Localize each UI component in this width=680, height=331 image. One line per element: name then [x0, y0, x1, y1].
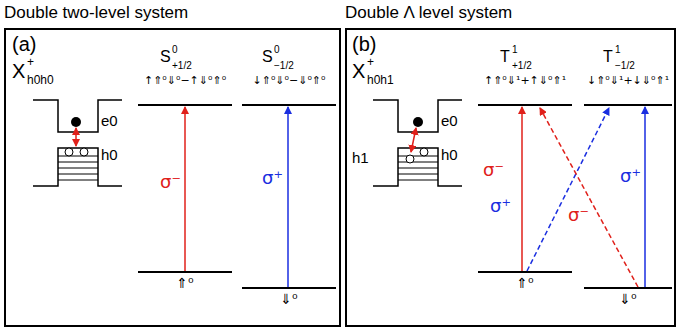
superscript: 0	[172, 44, 178, 55]
polarization-label: σ⁺	[620, 166, 641, 186]
state-symbol: S	[160, 48, 171, 66]
ground-state: ⇓⁰	[619, 292, 636, 307]
ground-state: ⇑⁰	[516, 276, 533, 291]
state-ket: ↑⇑⁰⇓⁰−↑⇓⁰⇑⁰	[144, 75, 226, 87]
superscript: +	[27, 56, 34, 69]
quantum-dot	[373, 100, 462, 186]
level-name: h1	[352, 150, 369, 167]
ground-state: ⇓⁰	[280, 292, 297, 307]
state-symbol: X	[352, 60, 365, 82]
polarization-label: σ⁻	[483, 160, 504, 180]
level-name: e0	[101, 113, 118, 130]
state-symbol: T	[603, 48, 613, 66]
superscript: 1	[512, 44, 518, 55]
level-name: h0	[101, 147, 118, 164]
panel-heading: Double Λ level system	[345, 3, 512, 23]
polarization-label: σ⁺	[262, 168, 283, 188]
state-symbol: S	[262, 48, 273, 66]
superscript: 0	[274, 44, 280, 55]
subscript: h0h1	[367, 74, 394, 87]
panel-letter: (a)	[12, 33, 36, 55]
polarization-label: σ⁺	[490, 196, 511, 216]
state-ket: ↑⇑⁰⇓¹+↑⇓⁰⇑¹	[484, 75, 566, 87]
superscript: 1	[615, 44, 621, 55]
state-symbol: X	[12, 60, 25, 82]
polarization-label: σ⁻	[568, 205, 589, 225]
state-ket: ↓⇑⁰⇓⁰−⇓⁰⇑⁰	[253, 75, 326, 87]
state-symbol: T	[500, 48, 510, 66]
quantum-dot	[33, 100, 122, 186]
ground-state: ⇑⁰	[176, 276, 193, 291]
polarization-label: σ⁻	[160, 172, 181, 192]
subscript: +1/2	[172, 60, 192, 71]
panel-letter: (b)	[352, 33, 376, 55]
subscript: +1/2	[512, 60, 532, 71]
state-ket: ↓⇑⁰⇓¹+↓⇓⁰⇑¹	[587, 75, 669, 87]
subscript: −1/2	[615, 60, 635, 71]
level-name: h0	[441, 147, 458, 164]
subscript: −1/2	[274, 60, 294, 71]
subscript: h0h0	[27, 74, 54, 87]
panel-heading: Double two-level system	[4, 3, 188, 23]
level-name: e0	[441, 113, 458, 130]
superscript: +	[367, 56, 374, 69]
